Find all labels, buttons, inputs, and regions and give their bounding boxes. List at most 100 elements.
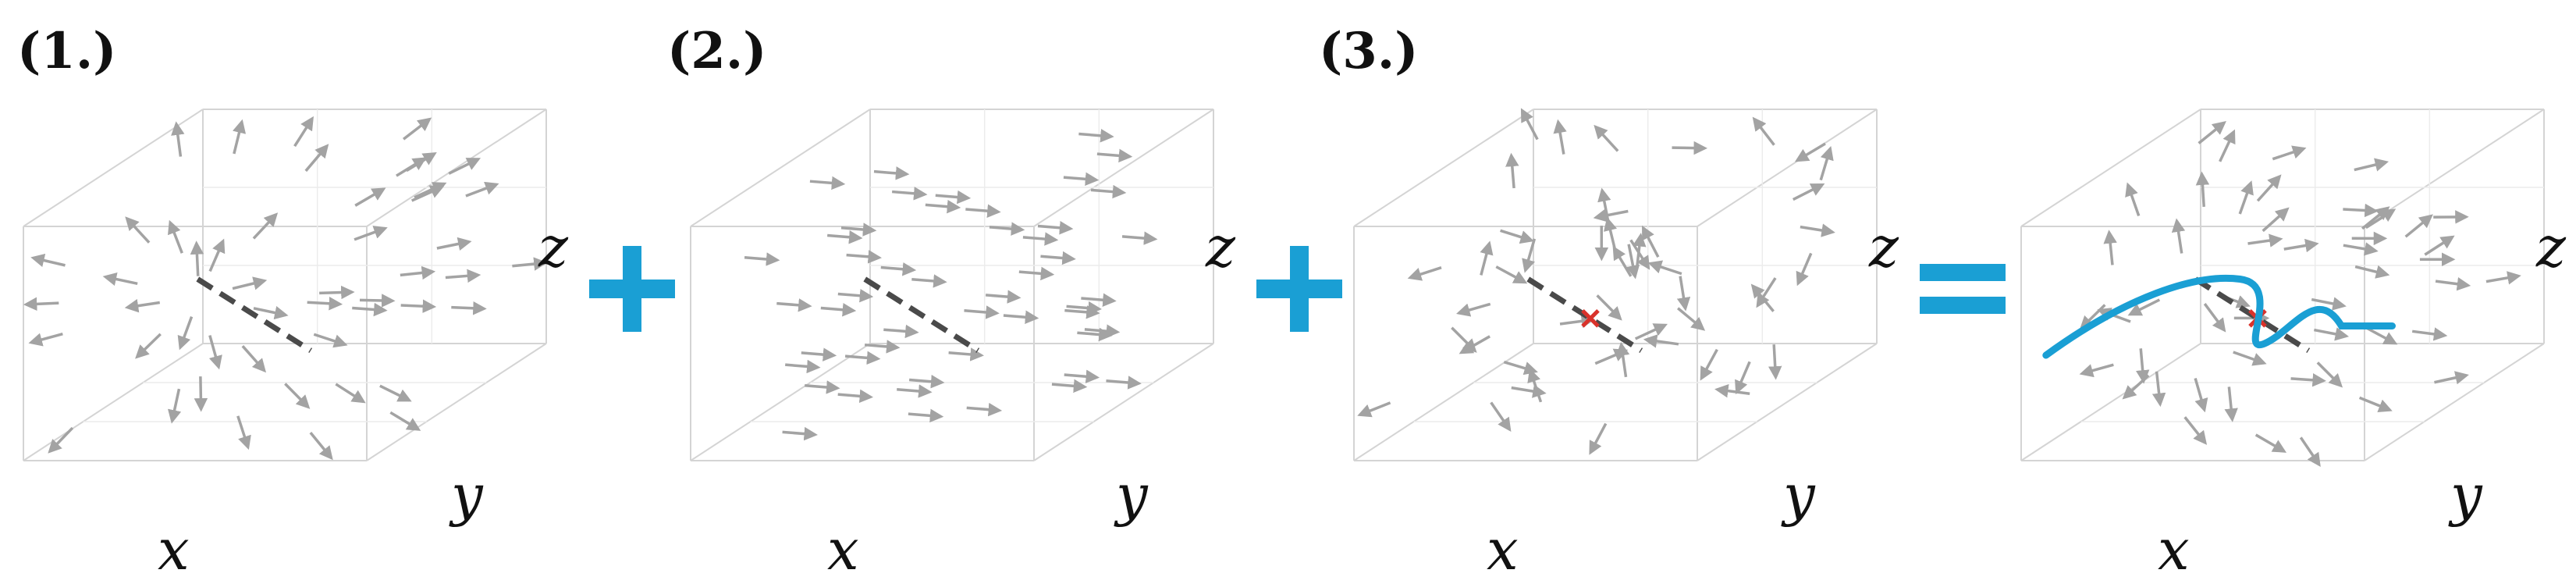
field-arrow [865,345,897,347]
field-arrow [2343,245,2375,251]
equals-top-bar [1920,264,2006,281]
field-arrow [2436,281,2468,285]
field-arrow [2291,379,2324,381]
panel-1-label: (1.) [17,22,116,80]
box-edge [2365,344,2544,461]
field-arrow [238,416,248,447]
field-arrow [967,408,1000,410]
box-edge [2365,109,2544,226]
field-arrow [1680,276,1686,308]
field-arrow [2258,176,2279,201]
field-arrow [1636,325,1665,339]
box-edge [691,109,870,226]
field-arrow [451,308,484,309]
box-edge [367,109,546,226]
field-arrow [1614,248,1630,276]
field-arrow [396,158,425,176]
field-arrow [936,195,968,198]
field-arrow [874,172,907,174]
field-arrow [1701,350,1717,379]
field-arrow [1622,344,1626,377]
field-arrow [1590,424,1606,453]
field-arrow [31,334,63,343]
field-arrow [355,189,383,205]
field-arrow [2272,148,2304,158]
field-arrow [307,302,340,304]
field-arrow [845,356,878,358]
field-arrow [1019,272,1052,274]
field-arrow [1597,295,1621,319]
panel-3 [1354,109,1877,461]
field-arrow [2202,174,2205,207]
field-arrow [1754,119,1775,144]
field-arrow [2205,304,2224,330]
field-arrow [892,192,925,194]
dashed-reference-line [865,280,978,351]
field-arrow [2434,376,2466,383]
field-arrow [1678,308,1703,329]
field-arrow [2366,328,2395,344]
field-arrow [776,304,809,306]
field-arrow [437,242,469,248]
field-arrow [176,124,180,157]
panel-2-z-axis-label: z [1206,219,1235,275]
field-arrow [964,311,997,313]
field-arrow [1753,286,1774,311]
field-arrow [1491,402,1510,429]
panel-2-y-axis-label: y [1116,467,1148,523]
field-arrow [254,308,286,315]
panel-2-label: (2.) [667,22,766,80]
dashed-reference-line [197,280,311,351]
field-arrow [986,295,1018,297]
plus-vertical-bar [623,246,641,332]
box-edge [1697,344,1877,461]
field-arrow [1821,148,1830,180]
field-arrow [2311,300,2343,306]
field-arrow [821,308,854,311]
field-arrow [883,329,916,332]
field-arrow [1481,244,1490,276]
field-arrow [1410,268,1441,278]
field-arrow [2343,209,2375,211]
field-arrow [285,383,308,407]
plus-operator [589,246,675,332]
field-arrow [137,334,161,357]
field-arrow [881,268,914,270]
panel-1-x-axis-label: x [158,522,190,578]
box-edge [1034,344,1213,461]
box-edge [1697,109,1877,226]
panel-4 [2021,109,2544,465]
field-arrow [1360,403,1391,415]
panel-4-y-axis-label: y [2450,467,2482,523]
field-arrow [1512,388,1544,393]
field-arrow [127,219,149,243]
field-arrow [243,346,265,370]
red-x-marker [1583,311,1598,326]
field-arrow [1459,304,1490,313]
field-arrow [2124,376,2148,397]
box-edge [367,344,546,461]
field-arrow [352,308,385,310]
field-arrow [2406,216,2432,237]
field-arrow [2082,365,2113,373]
box-edge [1034,109,1213,226]
field-arrow [380,386,410,401]
field-arrow [50,428,73,451]
field-arrow [1081,298,1114,301]
field-arrow [1774,344,1775,377]
field-arrow [838,394,871,397]
field-arrow [965,209,998,212]
field-arrow [2263,209,2287,231]
field-arrow [2248,239,2281,244]
field-arrow [1064,177,1096,180]
field-arrow [783,432,815,434]
equals-bottom-bar [1920,297,2006,314]
field-arrow [1451,328,1475,351]
field-arrow [805,386,837,388]
field-arrow [105,277,137,284]
panel-2 [691,109,1213,461]
field-arrow [1504,362,1535,372]
field-arrow [827,236,860,238]
field-arrow [1637,236,1641,269]
